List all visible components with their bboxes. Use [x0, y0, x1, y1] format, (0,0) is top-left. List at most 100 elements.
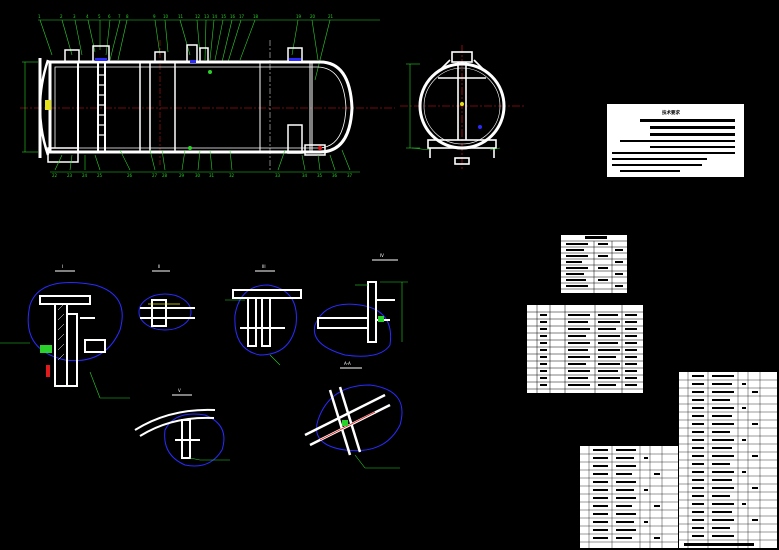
detail-i-label: I: [62, 264, 63, 269]
internal-ladder: [98, 74, 105, 136]
detail-ii-geometry: [140, 299, 195, 327]
vessel-shell: [38, 58, 354, 158]
svg-text:4: 4: [86, 14, 89, 19]
end-view-nozzle-marker: [478, 125, 482, 129]
detail-iv-geometry: [317, 281, 395, 343]
bom-left-grid: [580, 446, 678, 548]
bottom-supports: [47, 124, 326, 163]
svg-text:36: 36: [332, 173, 338, 178]
nozzle-table-grid: [527, 305, 643, 393]
detail-i: I: [0, 264, 130, 399]
detail-iv-dimensions: [355, 281, 408, 342]
svg-text:14: 14: [212, 14, 218, 19]
svg-text:23: 23: [67, 173, 73, 178]
detail-iii-dimensions: [225, 299, 281, 366]
detail-i-dimensions: [0, 342, 130, 399]
svg-text:12: 12: [195, 14, 201, 19]
weld-markers: [45, 70, 322, 150]
nozzle-table: [527, 305, 643, 393]
svg-text:26: 26: [127, 173, 133, 178]
svg-text:6: 6: [108, 14, 111, 19]
notes-title: 技术要求: [662, 109, 680, 116]
detail-i-marker: [46, 365, 50, 377]
svg-text:10: 10: [163, 14, 169, 19]
end-view-marker: [460, 102, 464, 106]
bottom-balloon-labels: 22 23 24 25 26 27 28 29 30 31 32 33 34 35 36 37: [52, 173, 353, 178]
detail-iii: III: [225, 264, 302, 366]
detail-ii-label: II: [158, 264, 160, 269]
detail-vi: A-A: [304, 361, 403, 469]
svg-text:19: 19: [296, 14, 302, 19]
svg-text:15: 15: [221, 14, 227, 19]
svg-text:24: 24: [82, 173, 88, 178]
design-data-table: [561, 235, 627, 293]
detail-iv-weld: [378, 316, 384, 322]
bom-right-cells: [684, 375, 758, 546]
svg-text:3: 3: [73, 14, 76, 19]
svg-text:32: 32: [229, 173, 235, 178]
svg-text:34: 34: [302, 173, 308, 178]
end-view-internals: [427, 51, 497, 165]
bill-of-materials-right: [679, 372, 777, 548]
svg-text:16: 16: [230, 14, 236, 19]
detail-vi-boundary: [316, 384, 403, 452]
detail-v: V: [134, 388, 230, 467]
end-view: [400, 45, 525, 170]
svg-text:18: 18: [253, 14, 259, 19]
detail-iii-boundary: [234, 284, 297, 356]
svg-text:30: 30: [195, 173, 201, 178]
detail-vi-label: A-A: [344, 361, 351, 366]
detail-i-hatch: [57, 303, 65, 361]
left-dimension: [22, 61, 38, 153]
nozzle-accents: [95, 58, 301, 63]
svg-text:27: 27: [152, 173, 158, 178]
nozzle-table-cells: [540, 314, 637, 386]
bom-right-grid: [679, 372, 777, 548]
detail-iii-label: III: [262, 264, 266, 269]
svg-text:2: 2: [60, 14, 63, 19]
svg-text:11: 11: [178, 14, 184, 19]
svg-text:5: 5: [98, 14, 101, 19]
top-leader-lines: [38, 19, 380, 81]
svg-text:29: 29: [179, 173, 185, 178]
svg-text:20: 20: [310, 14, 316, 19]
detail-v-dimensions: [189, 457, 230, 461]
svg-text:7: 7: [118, 14, 121, 19]
bom-left-cells: [593, 449, 660, 539]
detail-i-geometry: [39, 295, 106, 387]
svg-text:9: 9: [153, 14, 156, 19]
svg-text:8: 8: [126, 14, 129, 19]
detail-i-weld: [40, 345, 52, 353]
top-nozzles: [64, 44, 303, 63]
detail-v-geometry: [134, 408, 216, 459]
detail-v-label: V: [178, 388, 181, 393]
detail-iv-label: IV: [380, 253, 384, 258]
technical-notes-block: 技术要求: [607, 104, 744, 177]
detail-v-boundary: [164, 413, 225, 467]
svg-text:33: 33: [275, 173, 281, 178]
detail-iv: IV: [313, 253, 408, 357]
design-table-grid: [561, 240, 627, 293]
detail-vi-dimensions: [354, 454, 400, 469]
detail-ii: II: [138, 264, 195, 331]
svg-text:1: 1: [38, 14, 41, 19]
svg-text:35: 35: [317, 173, 323, 178]
svg-text:22: 22: [52, 173, 58, 178]
svg-text:25: 25: [97, 173, 103, 178]
svg-text:28: 28: [162, 173, 168, 178]
bottom-leader-lines: [50, 149, 360, 173]
notes-lines: [612, 119, 735, 172]
svg-text:13: 13: [204, 14, 210, 19]
detail-ii-boundary: [138, 293, 192, 331]
end-view-dimension: [406, 63, 501, 151]
svg-text:37: 37: [347, 173, 353, 178]
svg-text:21: 21: [328, 14, 334, 19]
svg-text:17: 17: [239, 14, 245, 19]
bill-of-materials-left: [580, 446, 678, 548]
design-table-cells: [566, 236, 623, 287]
svg-text:31: 31: [209, 173, 215, 178]
detail-vi-weld: [342, 420, 348, 426]
detail-iii-geometry: [232, 289, 302, 347]
